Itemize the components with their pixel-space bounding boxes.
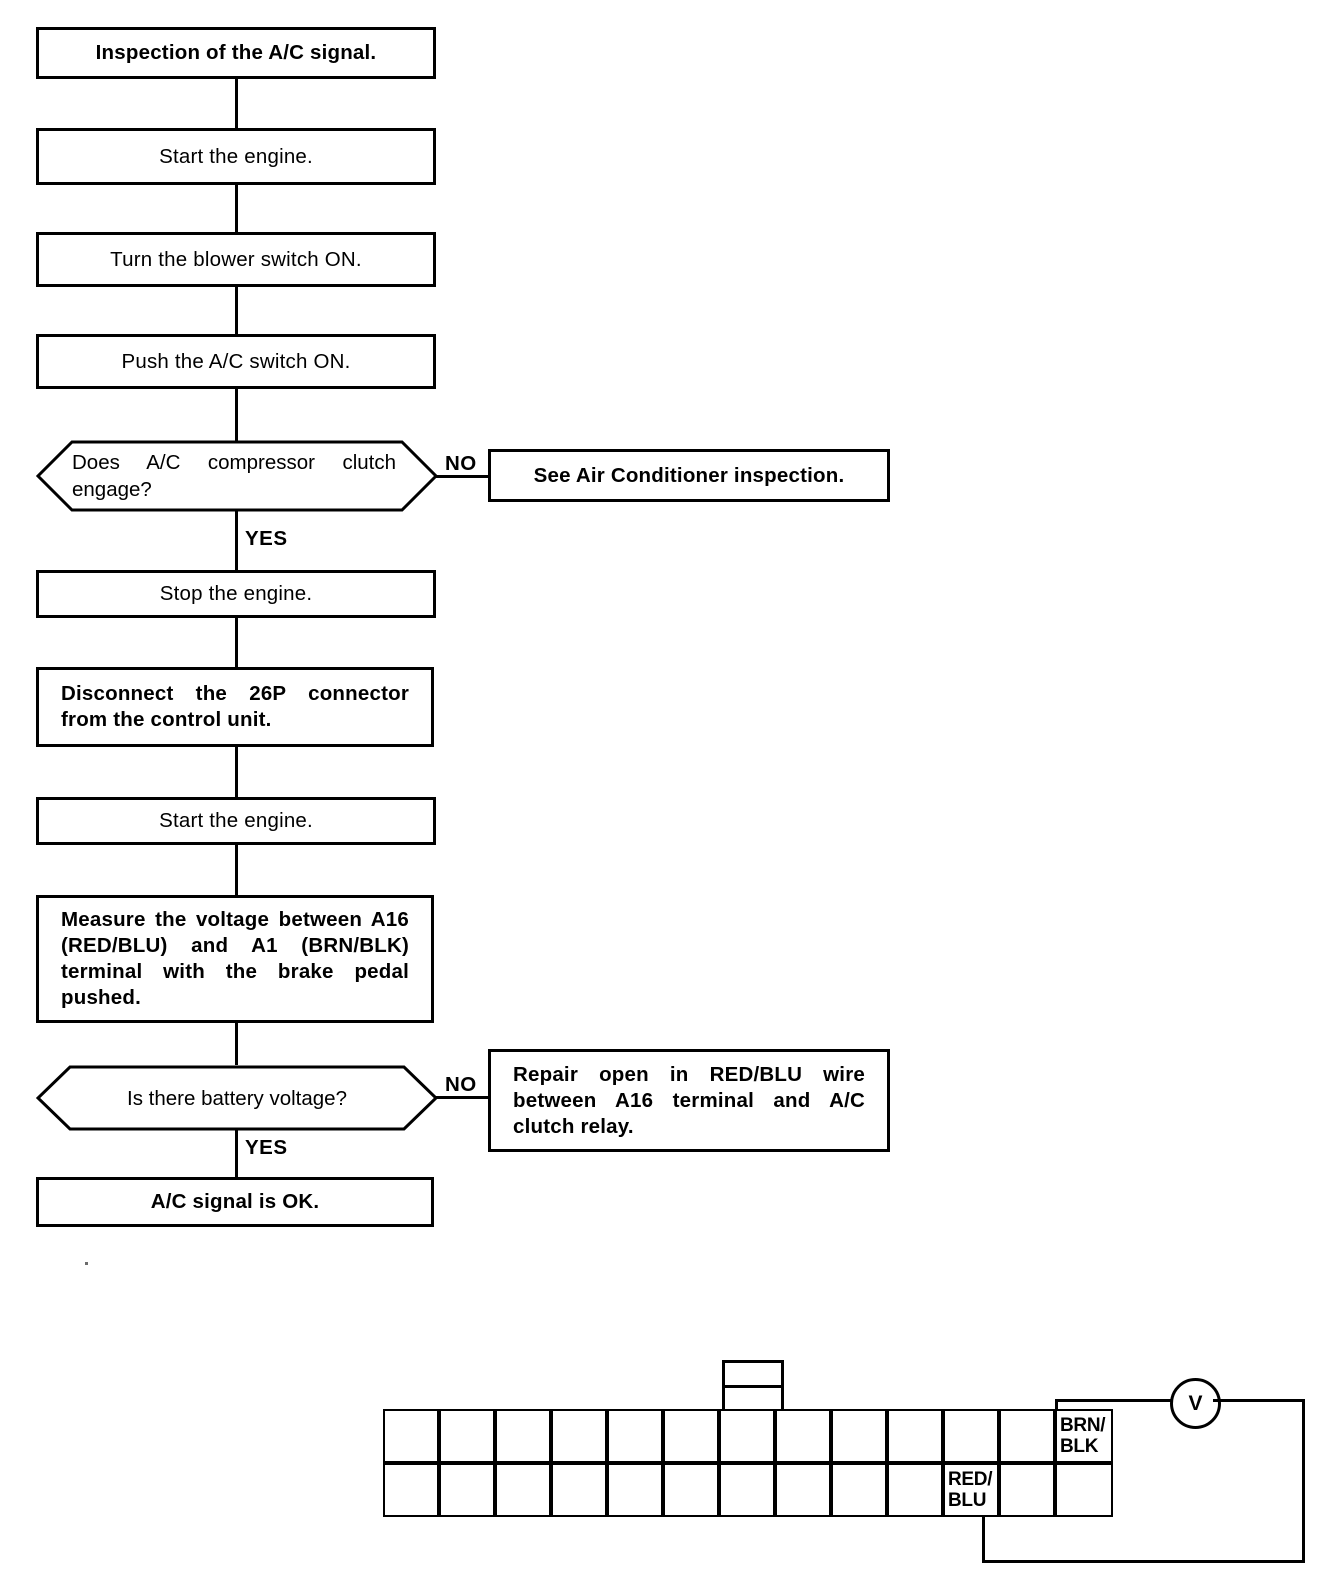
connector-cell — [775, 1409, 831, 1463]
connector-cell — [439, 1463, 495, 1517]
flow-node-text: Stop the engine. — [159, 582, 313, 605]
flow-node-text: Is there battery voltage? — [127, 1086, 347, 1110]
connector-n2-n3 — [235, 185, 238, 232]
voltmeter-icon: V — [1170, 1378, 1221, 1429]
flow-node-repair-open-wire: Repair open in RED/BLU wire between A16 … — [488, 1049, 890, 1152]
connector-n1-n2 — [235, 79, 238, 128]
flow-node-see-air-conditioner: See Air Conditioner inspection. — [488, 449, 890, 502]
connector-cell — [999, 1463, 1055, 1517]
connector-cell — [495, 1409, 551, 1463]
flow-node-text: See Air Conditioner inspection. — [533, 463, 845, 487]
connector-cell — [943, 1409, 999, 1463]
flow-node-start-engine-1: Start the engine. — [36, 128, 436, 185]
connector-cell — [999, 1409, 1055, 1463]
connector-n3-n4 — [235, 287, 238, 334]
wire-brn-blk-vertical — [1055, 1399, 1058, 1411]
flow-node-measure-voltage: Measure the voltage between A16 (RED/BLU… — [36, 895, 434, 1023]
connector-cell — [663, 1409, 719, 1463]
flow-node-text: Repair open in RED/BLU wire between A16 … — [513, 1062, 865, 1138]
connector-cell — [383, 1409, 439, 1463]
hexagon-outline — [36, 1065, 438, 1131]
connector-n4-d1 — [235, 389, 238, 441]
flow-node-text: Measure the voltage between A16 (RED/BLU… — [61, 908, 409, 1009]
connector-n9-d2 — [235, 1023, 238, 1065]
flow-node-disconnect-26p: Disconnect the 26P connector from the co… — [36, 667, 434, 747]
connector-cell-terminal-red-blu: RED/ BLU — [943, 1463, 999, 1517]
wire-meter-right — [1213, 1399, 1305, 1402]
connector-cell — [439, 1409, 495, 1463]
connector-d2-no — [436, 1096, 490, 1099]
wire-brn-blk-horizontal — [1055, 1399, 1171, 1402]
connector-cell — [495, 1463, 551, 1517]
edge-label-no-1: NO — [445, 452, 477, 475]
flow-node-text: Inspection of the A/C signal. — [95, 41, 377, 64]
flow-node-start-engine-2: Start the engine. — [36, 797, 436, 845]
wire-right-vertical — [1302, 1399, 1305, 1563]
connector-cell — [663, 1463, 719, 1517]
flow-decision-text-wrap: Does A/C compressor clutch engage? — [36, 440, 438, 512]
wire-red-blu-vertical — [982, 1516, 985, 1563]
connector-cell — [719, 1463, 775, 1517]
connector-cell — [887, 1463, 943, 1517]
edge-label-no-2: NO — [445, 1073, 477, 1096]
flow-node-text: Does A/C compressor clutch engage? — [72, 451, 396, 501]
page-speck — [85, 1262, 88, 1265]
flow-decision-clutch-engage: Does A/C compressor clutch engage? — [36, 440, 438, 512]
connector-cell — [551, 1409, 607, 1463]
connector-cell — [887, 1409, 943, 1463]
flow-node-blower-switch-on: Turn the blower switch ON. — [36, 232, 436, 287]
flow-node-text: Start the engine. — [159, 809, 313, 832]
wire-bottom-return — [982, 1560, 1305, 1563]
terminal-label-line2: BLK — [1060, 1436, 1099, 1457]
connector-n8-n9 — [235, 845, 238, 895]
connector-d1-no — [436, 475, 490, 478]
voltmeter-label: V — [1188, 1391, 1203, 1415]
connector-n7-n8 — [235, 747, 238, 797]
connector-d2-yes — [235, 1129, 238, 1177]
connector-cell — [383, 1463, 439, 1517]
flow-node-text: A/C signal is OK. — [150, 1190, 320, 1213]
flow-node-ac-signal-ok: A/C signal is OK. — [36, 1177, 434, 1227]
flow-node-ac-switch-on: Push the A/C switch ON. — [36, 334, 436, 389]
connector-cell — [607, 1463, 663, 1517]
connector-cell — [1055, 1463, 1113, 1517]
terminal-label-line1: BRN/ — [1060, 1415, 1106, 1436]
flow-node-text: Disconnect the 26P connector from the co… — [61, 682, 409, 731]
flow-node-text: Push the A/C switch ON. — [121, 349, 351, 373]
flow-node-text: Start the engine. — [159, 144, 313, 168]
connector-n6-n7 — [235, 618, 238, 667]
flow-decision-text-wrap: Is there battery voltage? — [36, 1065, 438, 1131]
connector-cell-terminal-brn-blk: BRN/ BLK — [1055, 1409, 1113, 1463]
connector-d1-yes — [235, 510, 238, 572]
connector-cell — [607, 1409, 663, 1463]
flow-node-inspection-title: Inspection of the A/C signal. — [36, 27, 436, 79]
hexagon-outline — [36, 440, 438, 512]
connector-cell — [831, 1463, 887, 1517]
connector-cell — [775, 1463, 831, 1517]
connector-tab-divider — [722, 1385, 784, 1388]
terminal-label-line2: BLU — [948, 1490, 987, 1511]
connector-cell — [831, 1409, 887, 1463]
flow-node-text: Turn the blower switch ON. — [110, 247, 362, 271]
edge-label-yes-2: YES — [245, 1136, 288, 1159]
edge-label-yes-1: YES — [245, 527, 288, 550]
connector-cell — [551, 1463, 607, 1517]
flow-decision-battery-voltage: Is there battery voltage? — [36, 1065, 438, 1131]
flow-node-stop-engine: Stop the engine. — [36, 570, 436, 618]
connector-cell — [719, 1409, 775, 1463]
terminal-label-line1: RED/ — [948, 1469, 993, 1490]
